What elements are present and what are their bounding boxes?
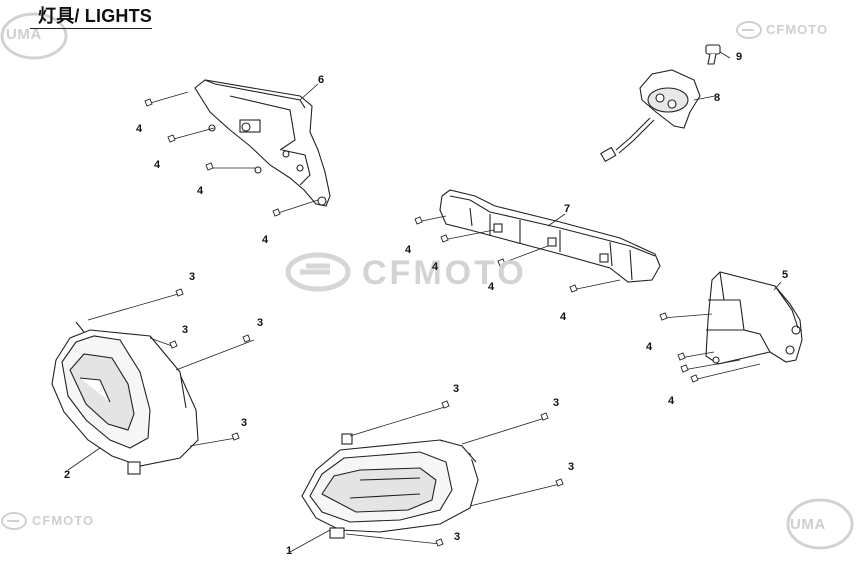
callout-4: 4 bbox=[432, 261, 439, 273]
callout-3: 3 bbox=[257, 317, 264, 329]
socket-part-8 bbox=[600, 69, 701, 163]
callout-7: 7 bbox=[564, 203, 571, 215]
uma-logo-icon-top-left bbox=[0, 12, 68, 60]
callout-3: 3 bbox=[182, 324, 189, 336]
callout-3: 3 bbox=[189, 271, 196, 283]
uma-logo-icon-bottom-right bbox=[786, 498, 854, 550]
callout-4: 4 bbox=[262, 234, 269, 246]
bracket-part-5 bbox=[705, 271, 803, 365]
callout-5: 5 bbox=[782, 269, 789, 281]
cfmoto-logo-icon-bottom-left bbox=[1, 512, 27, 530]
callout-1: 1 bbox=[286, 545, 293, 557]
callout-3: 3 bbox=[241, 417, 248, 429]
cfmoto-watermark-top-right: CFMOTO bbox=[766, 22, 829, 37]
title-underline bbox=[30, 28, 152, 29]
page-title: 灯具/ LIGHTS bbox=[38, 6, 152, 26]
cfmoto-logo-icon-top-right bbox=[736, 21, 762, 39]
callout-4: 4 bbox=[197, 185, 204, 197]
callout-4: 4 bbox=[488, 281, 495, 293]
uma-watermark-top-left: UMA bbox=[6, 26, 42, 43]
callout-3: 3 bbox=[454, 531, 461, 543]
callout-4: 4 bbox=[136, 123, 143, 135]
headlight-part-1 bbox=[301, 433, 479, 539]
bracket-part-7 bbox=[439, 189, 661, 283]
bracket-part-6 bbox=[194, 79, 331, 207]
callout-4: 4 bbox=[646, 341, 653, 353]
leader-lines bbox=[67, 51, 782, 553]
cfmoto-watermark-center: CFMOTO bbox=[362, 254, 527, 292]
cfmoto-watermark-bottom-left: CFMOTO bbox=[32, 513, 95, 528]
callout-4: 4 bbox=[560, 311, 567, 323]
callout-6: 6 bbox=[318, 74, 325, 86]
bolt-part-9 bbox=[705, 44, 721, 65]
callout-2: 2 bbox=[64, 469, 71, 481]
uma-watermark-bottom-right: UMA bbox=[790, 516, 826, 533]
callout-3: 3 bbox=[453, 383, 460, 395]
callout-3: 3 bbox=[553, 397, 560, 409]
callout-4: 4 bbox=[405, 244, 412, 256]
screws bbox=[144, 98, 699, 547]
headlight-part-2 bbox=[51, 321, 199, 475]
callout-3: 3 bbox=[568, 461, 575, 473]
cfmoto-logo-icon-center bbox=[285, 252, 351, 292]
callout-4: 4 bbox=[154, 159, 161, 171]
callout-4: 4 bbox=[668, 395, 675, 407]
callout-8: 8 bbox=[714, 92, 721, 104]
callout-9: 9 bbox=[736, 51, 743, 63]
